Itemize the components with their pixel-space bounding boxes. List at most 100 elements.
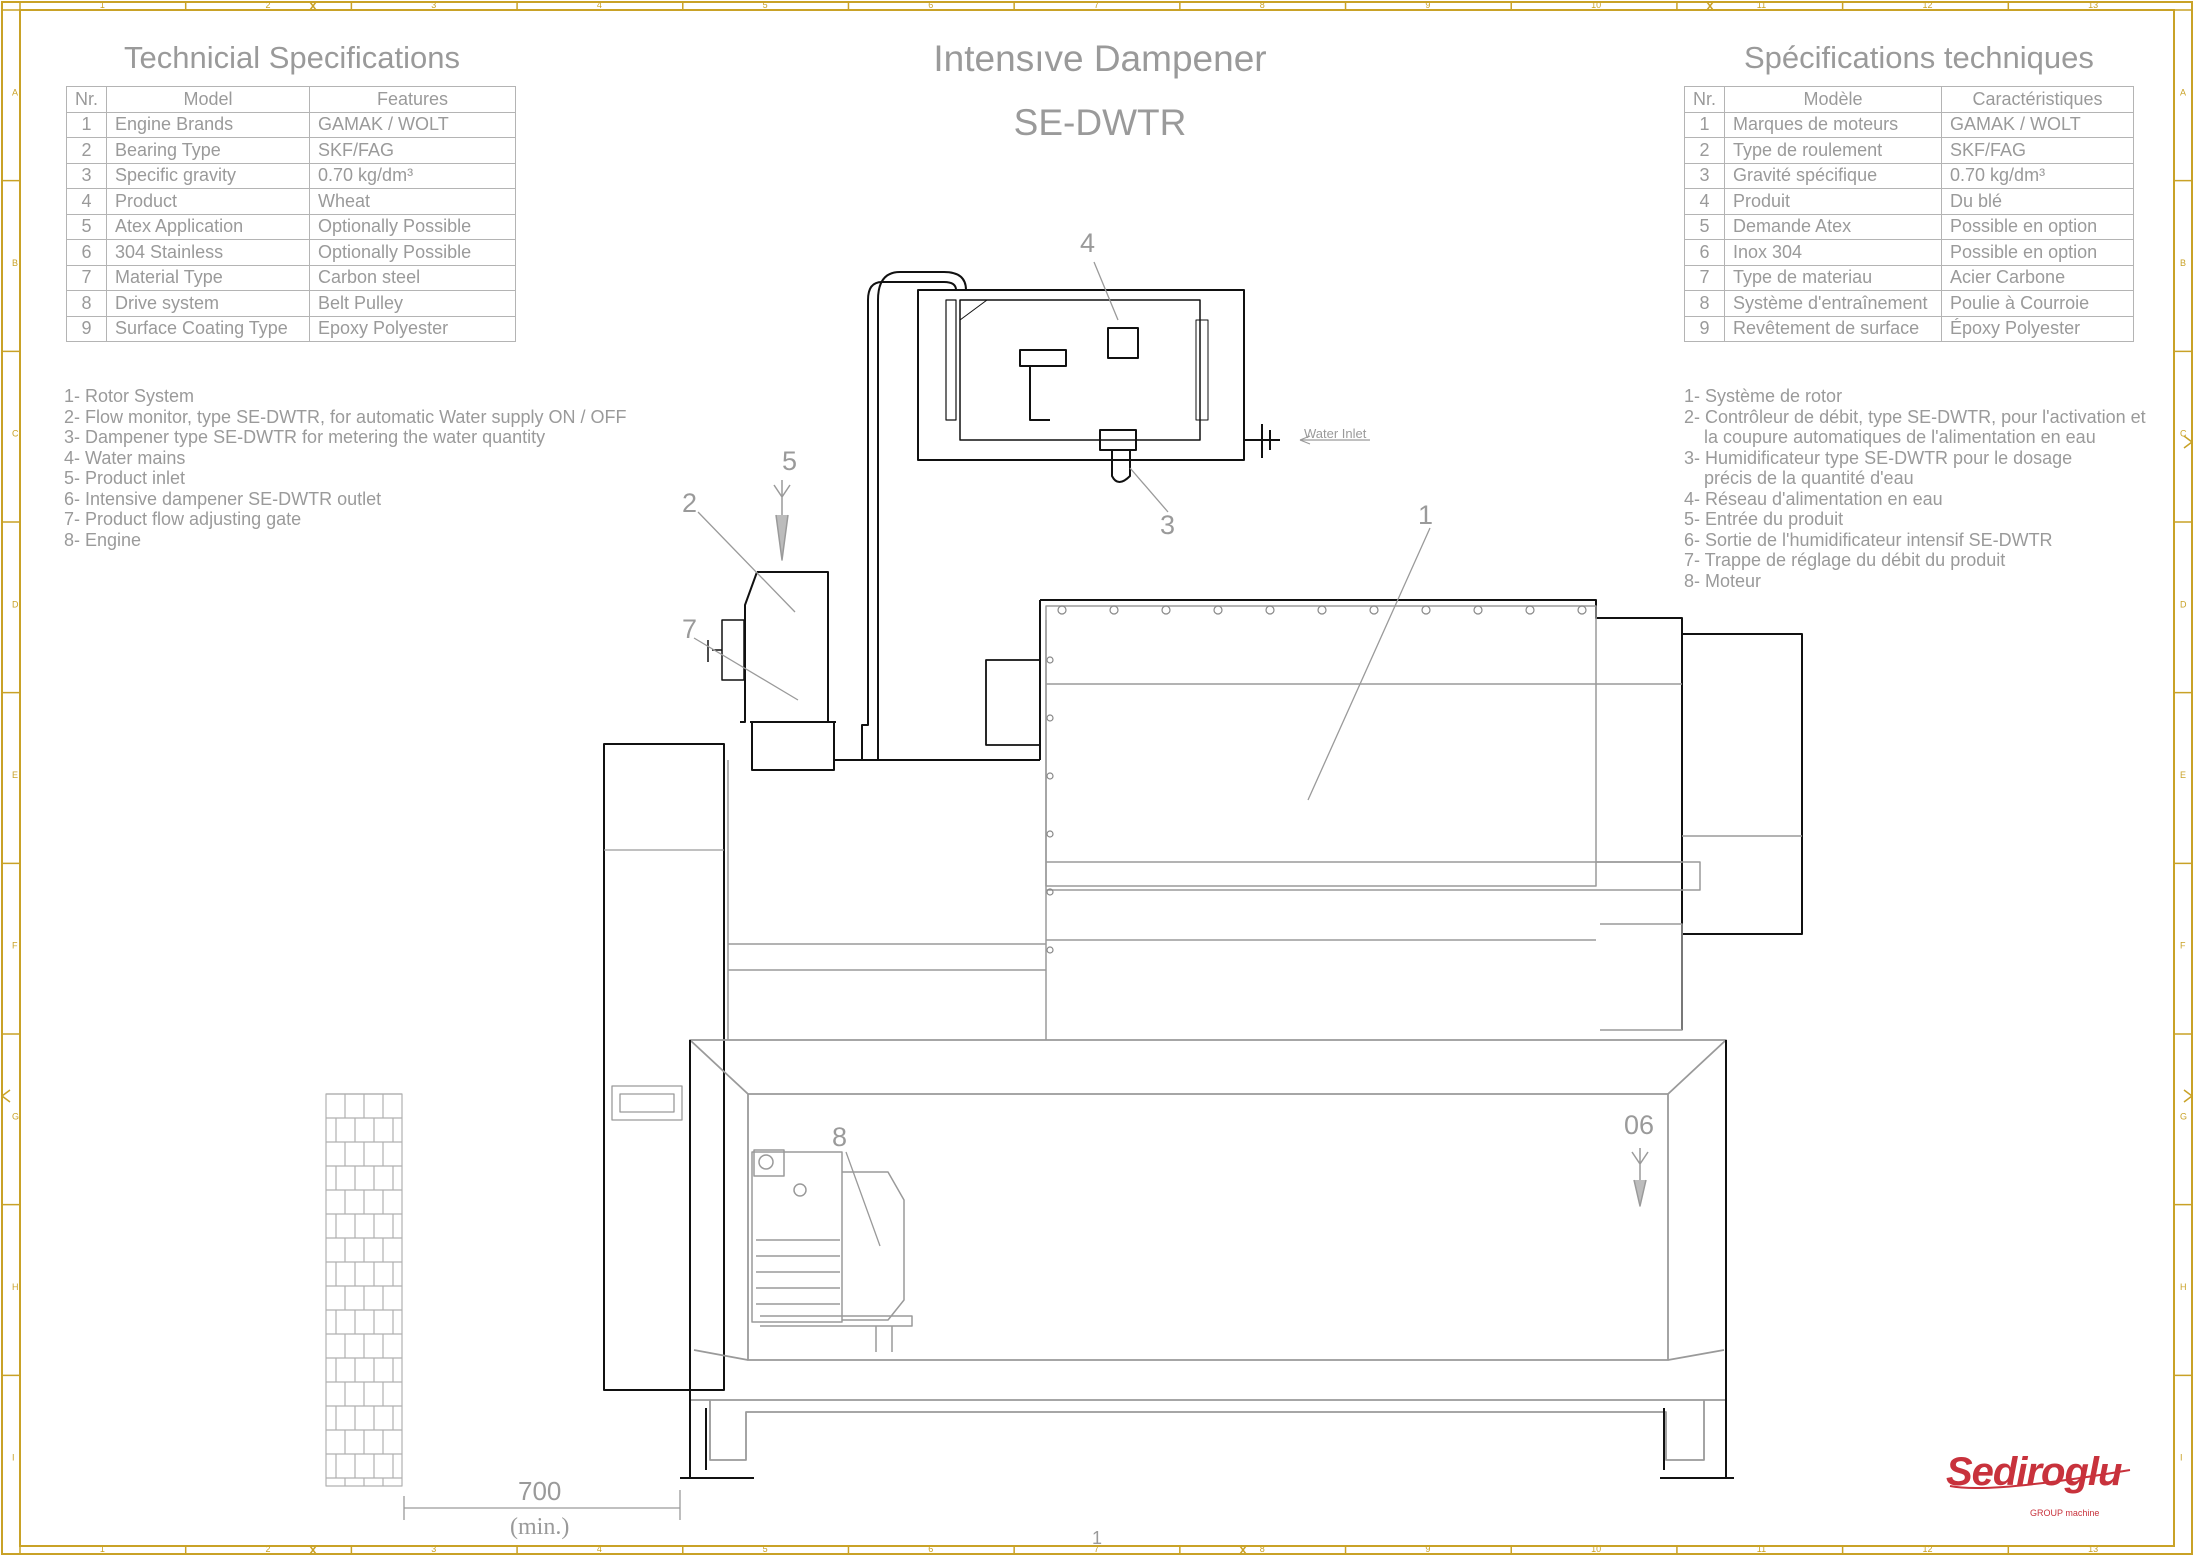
drawing-subtitle: SE-DWTR <box>1013 102 1187 143</box>
spec-en-cell-model: Drive system <box>106 290 311 317</box>
frame-row-label: F <box>12 941 18 951</box>
spec-fr-cell-model: Gravité spécifique <box>1724 162 1943 189</box>
frame-col-label: 1 <box>100 0 105 10</box>
brick-wall <box>325 1093 403 1487</box>
dimension-value: 700 <box>518 1476 562 1506</box>
frame-col-label: 3 <box>431 0 436 10</box>
frame-col-label: 11 <box>1757 1544 1766 1554</box>
legend-item: 8- Moteur <box>1684 570 1762 591</box>
legend-item: 2- Contrôleur de débit, type SE-DWTR, po… <box>1684 406 2146 427</box>
spec-en-cell-model: Engine Brands <box>106 111 311 138</box>
legend-item: 3- Dampener type SE-DWTR for metering th… <box>64 427 546 447</box>
frame-row-label: B <box>2180 258 2186 268</box>
callout-7: 7 <box>682 614 698 644</box>
spec-en-cell-feature: Belt Pulley <box>309 290 516 317</box>
spec-fr-cell-feature: Poulie à Courroie <box>1941 290 2134 317</box>
callout-5: 5 <box>782 446 798 476</box>
spec-fr-cell-feature: Époxy Polyester <box>1941 315 2134 342</box>
legend-item: 4- Réseau d'alimentation en eau <box>1684 488 1943 509</box>
callout-6: 06 <box>1624 1110 1655 1140</box>
base-feet <box>680 1040 1734 1479</box>
spec-en-col-model: Model <box>106 86 311 113</box>
left-side-panel <box>603 743 725 1391</box>
spec-en-cell-nr: 1 <box>65 111 108 138</box>
callout-8: 8 <box>832 1122 848 1152</box>
frame-row-label: I <box>2180 1453 2183 1463</box>
outlet-arrow <box>1631 1148 1649 1207</box>
dimension-line <box>403 1490 681 1520</box>
legend-item: 2- Flow monitor, type SE-DWTR, for autom… <box>64 406 627 427</box>
drawing-title: Intensıve Dampener <box>933 38 1267 79</box>
spec-fr-cell-feature: Acier Carbone <box>1941 264 2134 291</box>
rotor-trough <box>985 599 1803 1030</box>
spec-en-cell-feature: Carbon steel <box>309 264 516 291</box>
spec-fr-cell-nr: 6 <box>1683 239 1726 266</box>
company-logo-sub: GROUP machine <box>2030 1508 2100 1518</box>
company-logo: Sediroglu <box>1946 1450 2122 1494</box>
page-number: 1 <box>1092 1528 1103 1548</box>
frame-col-label: 1 <box>100 1544 105 1554</box>
frame-row-label: G <box>2180 1111 2187 1121</box>
frame-row-label: C <box>2180 429 2187 439</box>
bolt-icon <box>1046 772 1054 780</box>
spec-en-cell-nr: 3 <box>65 162 108 189</box>
legend-item: 3- Humidificateur type SE-DWTR pour le d… <box>1684 447 2073 468</box>
legend-item: 7- Trappe de réglage du débit du produit <box>1684 550 2006 570</box>
legend-item: 1- Rotor System <box>64 386 195 406</box>
product-inlet-arrow <box>773 480 791 561</box>
spec-en-cell-model: Specific gravity <box>106 162 311 189</box>
spec-fr-cell-model: Produit <box>1724 188 1943 215</box>
frame-col-label: 9 <box>1425 1544 1430 1554</box>
machine-drawing <box>325 261 1803 1520</box>
bolt-icon <box>1473 605 1483 615</box>
frame-row-label: H <box>12 1282 19 1292</box>
spec-fr-cell-nr: 8 <box>1683 290 1726 317</box>
frame-col-label: 4 <box>597 1544 602 1554</box>
frame-col-label: 4 <box>597 0 602 10</box>
spec-en-cell-nr: 2 <box>65 137 108 164</box>
frame-row-label: D <box>12 599 19 609</box>
frame-col-label: 7 <box>1094 0 1099 10</box>
frame-col-label: 8 <box>1260 1544 1265 1554</box>
spec-fr-cell-nr: 1 <box>1683 111 1726 138</box>
frame-row-label: D <box>2180 599 2187 609</box>
frame-col-label: 11 <box>1757 0 1766 10</box>
legend-item: 6- Intensive dampener SE-DWTR outlet <box>64 488 382 509</box>
spec-en-cell-model: Product <box>106 188 311 215</box>
spec-fr-col-nr: Nr. <box>1683 86 1726 113</box>
frame-row-label: B <box>12 258 18 268</box>
legend-item: 4- Water mains <box>64 447 186 468</box>
legend-item: la coupure automatiques de l'alimentatio… <box>1684 427 2096 447</box>
bolt-icon <box>1213 605 1223 615</box>
bolt-icon <box>1046 714 1054 722</box>
legend-item: 7- Product flow adjusting gate <box>64 509 302 529</box>
spec-en-cell-feature: GAMAK / WOLT <box>309 111 516 138</box>
legend-item: 8- Engine <box>64 529 142 550</box>
spec-en-cell-nr: 6 <box>65 239 108 266</box>
frame-col-label: 5 <box>763 0 768 10</box>
spec-en-cell-feature: Epoxy Polyester <box>309 315 516 342</box>
spec-fr-cell-nr: 7 <box>1683 264 1726 291</box>
spec-fr-cell-model: Revêtement de surface <box>1724 315 1943 342</box>
water-inlet-arrow <box>1299 435 1370 445</box>
frame-col-label: 7 <box>1094 1544 1099 1554</box>
frame-col-label: 3 <box>431 1544 436 1554</box>
frame-col-label: 6 <box>928 0 933 10</box>
bolt-icon <box>1109 605 1119 615</box>
spec-fr-cell-nr: 3 <box>1683 162 1726 189</box>
spec-en-cell-model: 304 Stainless <box>106 239 311 266</box>
spec-fr-cell-model: Type de roulement <box>1724 137 1943 164</box>
frame-row-label: A <box>2180 87 2186 97</box>
legend-item: 5- Product inlet <box>64 468 186 488</box>
spec-en-cell-model: Atex Application <box>106 213 311 240</box>
spec-fr-cell-nr: 2 <box>1683 137 1726 164</box>
